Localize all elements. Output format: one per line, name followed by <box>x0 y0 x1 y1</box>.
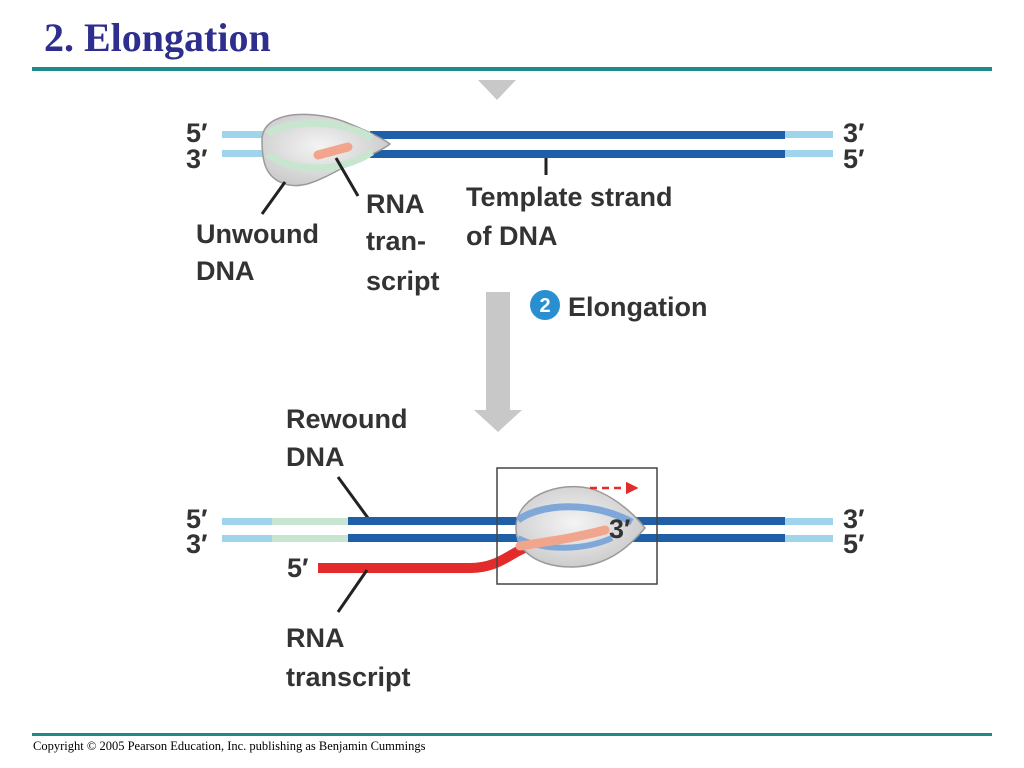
slide-title: 2. Elongation <box>44 15 271 60</box>
leader-rna-transcript <box>336 569 369 613</box>
bubble-strand-top <box>515 503 634 526</box>
top-end-3-right: 3′ <box>843 118 865 148</box>
bottom-end-5-left: 5′ <box>186 504 208 534</box>
bottom-end-3-left: 3′ <box>186 529 208 559</box>
dna-end-right-bottom-b <box>785 535 833 542</box>
dna-end-left-top-b <box>222 518 272 525</box>
rewound-region-bottom <box>272 535 348 542</box>
leader-unwound <box>260 181 287 215</box>
incoming-arrow <box>478 80 516 100</box>
top-end-5-right: 5′ <box>843 144 865 174</box>
step-number: 2 <box>539 295 550 317</box>
rna-three-prime-end: 3′ <box>609 514 631 544</box>
transcription-elongation-diagram: 5′ 3′ 3′ 5′ Unwound DNA RNA tran- script… <box>186 80 865 692</box>
rna-transcript-long <box>318 541 532 573</box>
dna-end-left-bottom-b <box>222 535 272 542</box>
bottom-end-3-right: 3′ <box>843 504 865 534</box>
copyright-footer: Copyright © 2005 Pearson Education, Inc.… <box>33 739 426 753</box>
bottom-end-5-right: 5′ <box>843 529 865 559</box>
top-end-3-left: 3′ <box>186 144 208 174</box>
rewound-region-top <box>272 518 348 525</box>
dna-end-right-top <box>785 131 833 138</box>
footer-divider <box>32 733 992 736</box>
polymerase-highlight-box <box>496 467 658 585</box>
dna-strand-top <box>370 131 785 139</box>
top-dna-panel: 5′ 3′ 3′ 5′ Unwound DNA RNA tran- script… <box>186 113 865 296</box>
rna-five-prime-end: 5′ <box>287 553 309 583</box>
bottom-dna-panel: Rewound DNA 5′ 3′ 3′ 5′ 5′ <box>186 404 865 692</box>
rna-transcript-label-top: RNA tran- script <box>366 189 440 296</box>
dna-end-left-bottom <box>222 150 272 157</box>
dna-end-right-bottom <box>785 150 833 157</box>
rna-transcript-label-bottom: RNA transcript <box>286 623 411 692</box>
step-label: Elongation <box>568 292 707 322</box>
dna-end-left-top <box>222 131 272 138</box>
template-strand-label: Template strand of DNA <box>466 182 680 251</box>
unwound-dna-top <box>265 119 374 142</box>
rewound-dna-label: Rewound DNA <box>286 404 415 472</box>
step-badge <box>530 290 560 320</box>
title-divider <box>32 67 992 71</box>
dna-end-right-top-b <box>785 518 833 525</box>
top-end-5-left: 5′ <box>186 118 208 148</box>
unwound-dna-bottom <box>265 149 374 172</box>
template-strand <box>370 150 785 158</box>
rna-inside-polymerase <box>515 525 610 551</box>
leader-rna <box>334 157 360 197</box>
rna-transcript-short <box>313 142 353 160</box>
step-arrow <box>474 292 522 432</box>
unwound-dna-label: Unwound DNA <box>196 219 326 286</box>
leader-rewound <box>336 476 370 519</box>
